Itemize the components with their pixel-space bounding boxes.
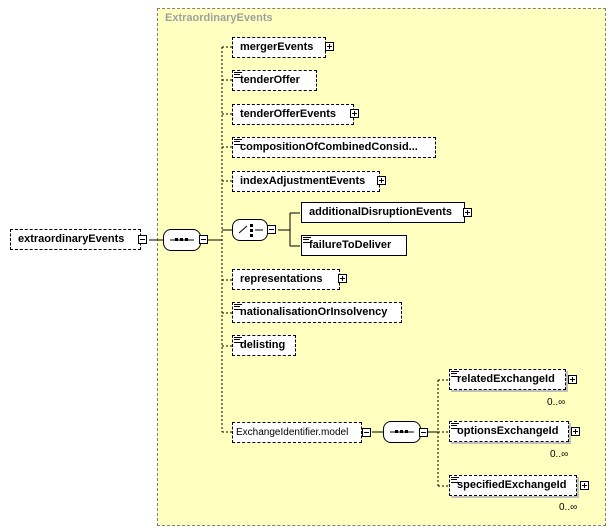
element-label: compositionOfCombinedConsid... bbox=[240, 141, 418, 153]
expand-icon[interactable] bbox=[568, 375, 577, 384]
document-icon bbox=[451, 477, 459, 483]
element-label: additionalDisruptionEvents bbox=[309, 206, 453, 218]
merger-events-element[interactable]: mergerEvents bbox=[232, 37, 326, 58]
element-label: delisting bbox=[240, 339, 286, 351]
expand-icon[interactable] bbox=[350, 109, 359, 118]
collapse-icon[interactable] bbox=[138, 235, 147, 244]
element-label: extraordinaryEvents bbox=[18, 233, 125, 245]
exchange-identifier-model[interactable]: ExchangeIdentifier.model bbox=[232, 422, 362, 443]
element-label: optionsExchangeId bbox=[457, 425, 559, 437]
expand-icon[interactable] bbox=[463, 208, 472, 217]
element-label: mergerEvents bbox=[240, 41, 314, 53]
element-label: indexAdjustmentEvents bbox=[240, 175, 366, 187]
expand-icon[interactable] bbox=[325, 42, 334, 51]
related-exchange-element[interactable]: relatedExchangeId bbox=[449, 369, 566, 390]
element-label: nationalisationOrInsolvency bbox=[240, 306, 388, 318]
document-icon bbox=[451, 423, 459, 429]
representations-element[interactable]: representations bbox=[232, 269, 340, 290]
group-title: ExtraordinaryEvents bbox=[165, 12, 273, 24]
tender-offer-element[interactable]: tenderOffer bbox=[232, 70, 317, 91]
sequence-icon bbox=[170, 238, 194, 241]
element-label: failureToDeliver bbox=[309, 239, 392, 251]
document-icon bbox=[451, 371, 459, 377]
document-icon bbox=[234, 337, 242, 343]
options-exchange-element[interactable]: optionsExchangeId bbox=[449, 421, 569, 442]
failure-to-deliver-element[interactable]: failureToDeliver bbox=[301, 235, 407, 256]
expand-icon[interactable] bbox=[377, 176, 386, 185]
tender-offer-events-element[interactable]: tenderOfferEvents bbox=[232, 104, 354, 125]
element-label: representations bbox=[240, 273, 323, 285]
expand-icon[interactable] bbox=[571, 427, 580, 436]
index-adjustment-element[interactable]: indexAdjustmentEvents bbox=[232, 171, 380, 192]
element-label: tenderOfferEvents bbox=[240, 108, 336, 120]
cardinality-label: 0..∞ bbox=[550, 449, 569, 460]
collapse-icon[interactable] bbox=[267, 225, 276, 234]
element-label: ExchangeIdentifier.model bbox=[236, 427, 349, 438]
collapse-icon[interactable] bbox=[199, 235, 208, 244]
expand-icon[interactable] bbox=[338, 274, 347, 283]
sequence-compositor bbox=[383, 421, 421, 443]
sequence-icon bbox=[390, 430, 414, 433]
cardinality-label: 0..∞ bbox=[547, 397, 566, 408]
choice-compositor bbox=[232, 219, 268, 241]
document-icon bbox=[234, 139, 242, 145]
element-label: relatedExchangeId bbox=[457, 373, 555, 385]
expand-icon[interactable] bbox=[580, 481, 589, 490]
delisting-element[interactable]: delisting bbox=[232, 335, 296, 356]
document-icon bbox=[234, 72, 242, 78]
collapse-icon[interactable] bbox=[362, 428, 371, 437]
cardinality-label: 0..∞ bbox=[559, 502, 578, 513]
additional-disruption-element[interactable]: additionalDisruptionEvents bbox=[301, 202, 465, 223]
composition-element[interactable]: compositionOfCombinedConsid... bbox=[232, 137, 436, 158]
element-label: tenderOffer bbox=[240, 74, 300, 86]
nationalisation-element[interactable]: nationalisationOrInsolvency bbox=[232, 302, 402, 323]
document-icon bbox=[234, 304, 242, 310]
document-icon bbox=[303, 237, 311, 243]
extraordinary-events-element[interactable]: extraordinaryEvents bbox=[10, 229, 141, 250]
choice-icon bbox=[238, 224, 263, 237]
sequence-compositor bbox=[163, 229, 201, 251]
collapse-icon[interactable] bbox=[419, 428, 428, 437]
element-label: specifiedExchangeId bbox=[457, 479, 567, 491]
specified-exchange-element[interactable]: specifiedExchangeId bbox=[449, 475, 577, 496]
